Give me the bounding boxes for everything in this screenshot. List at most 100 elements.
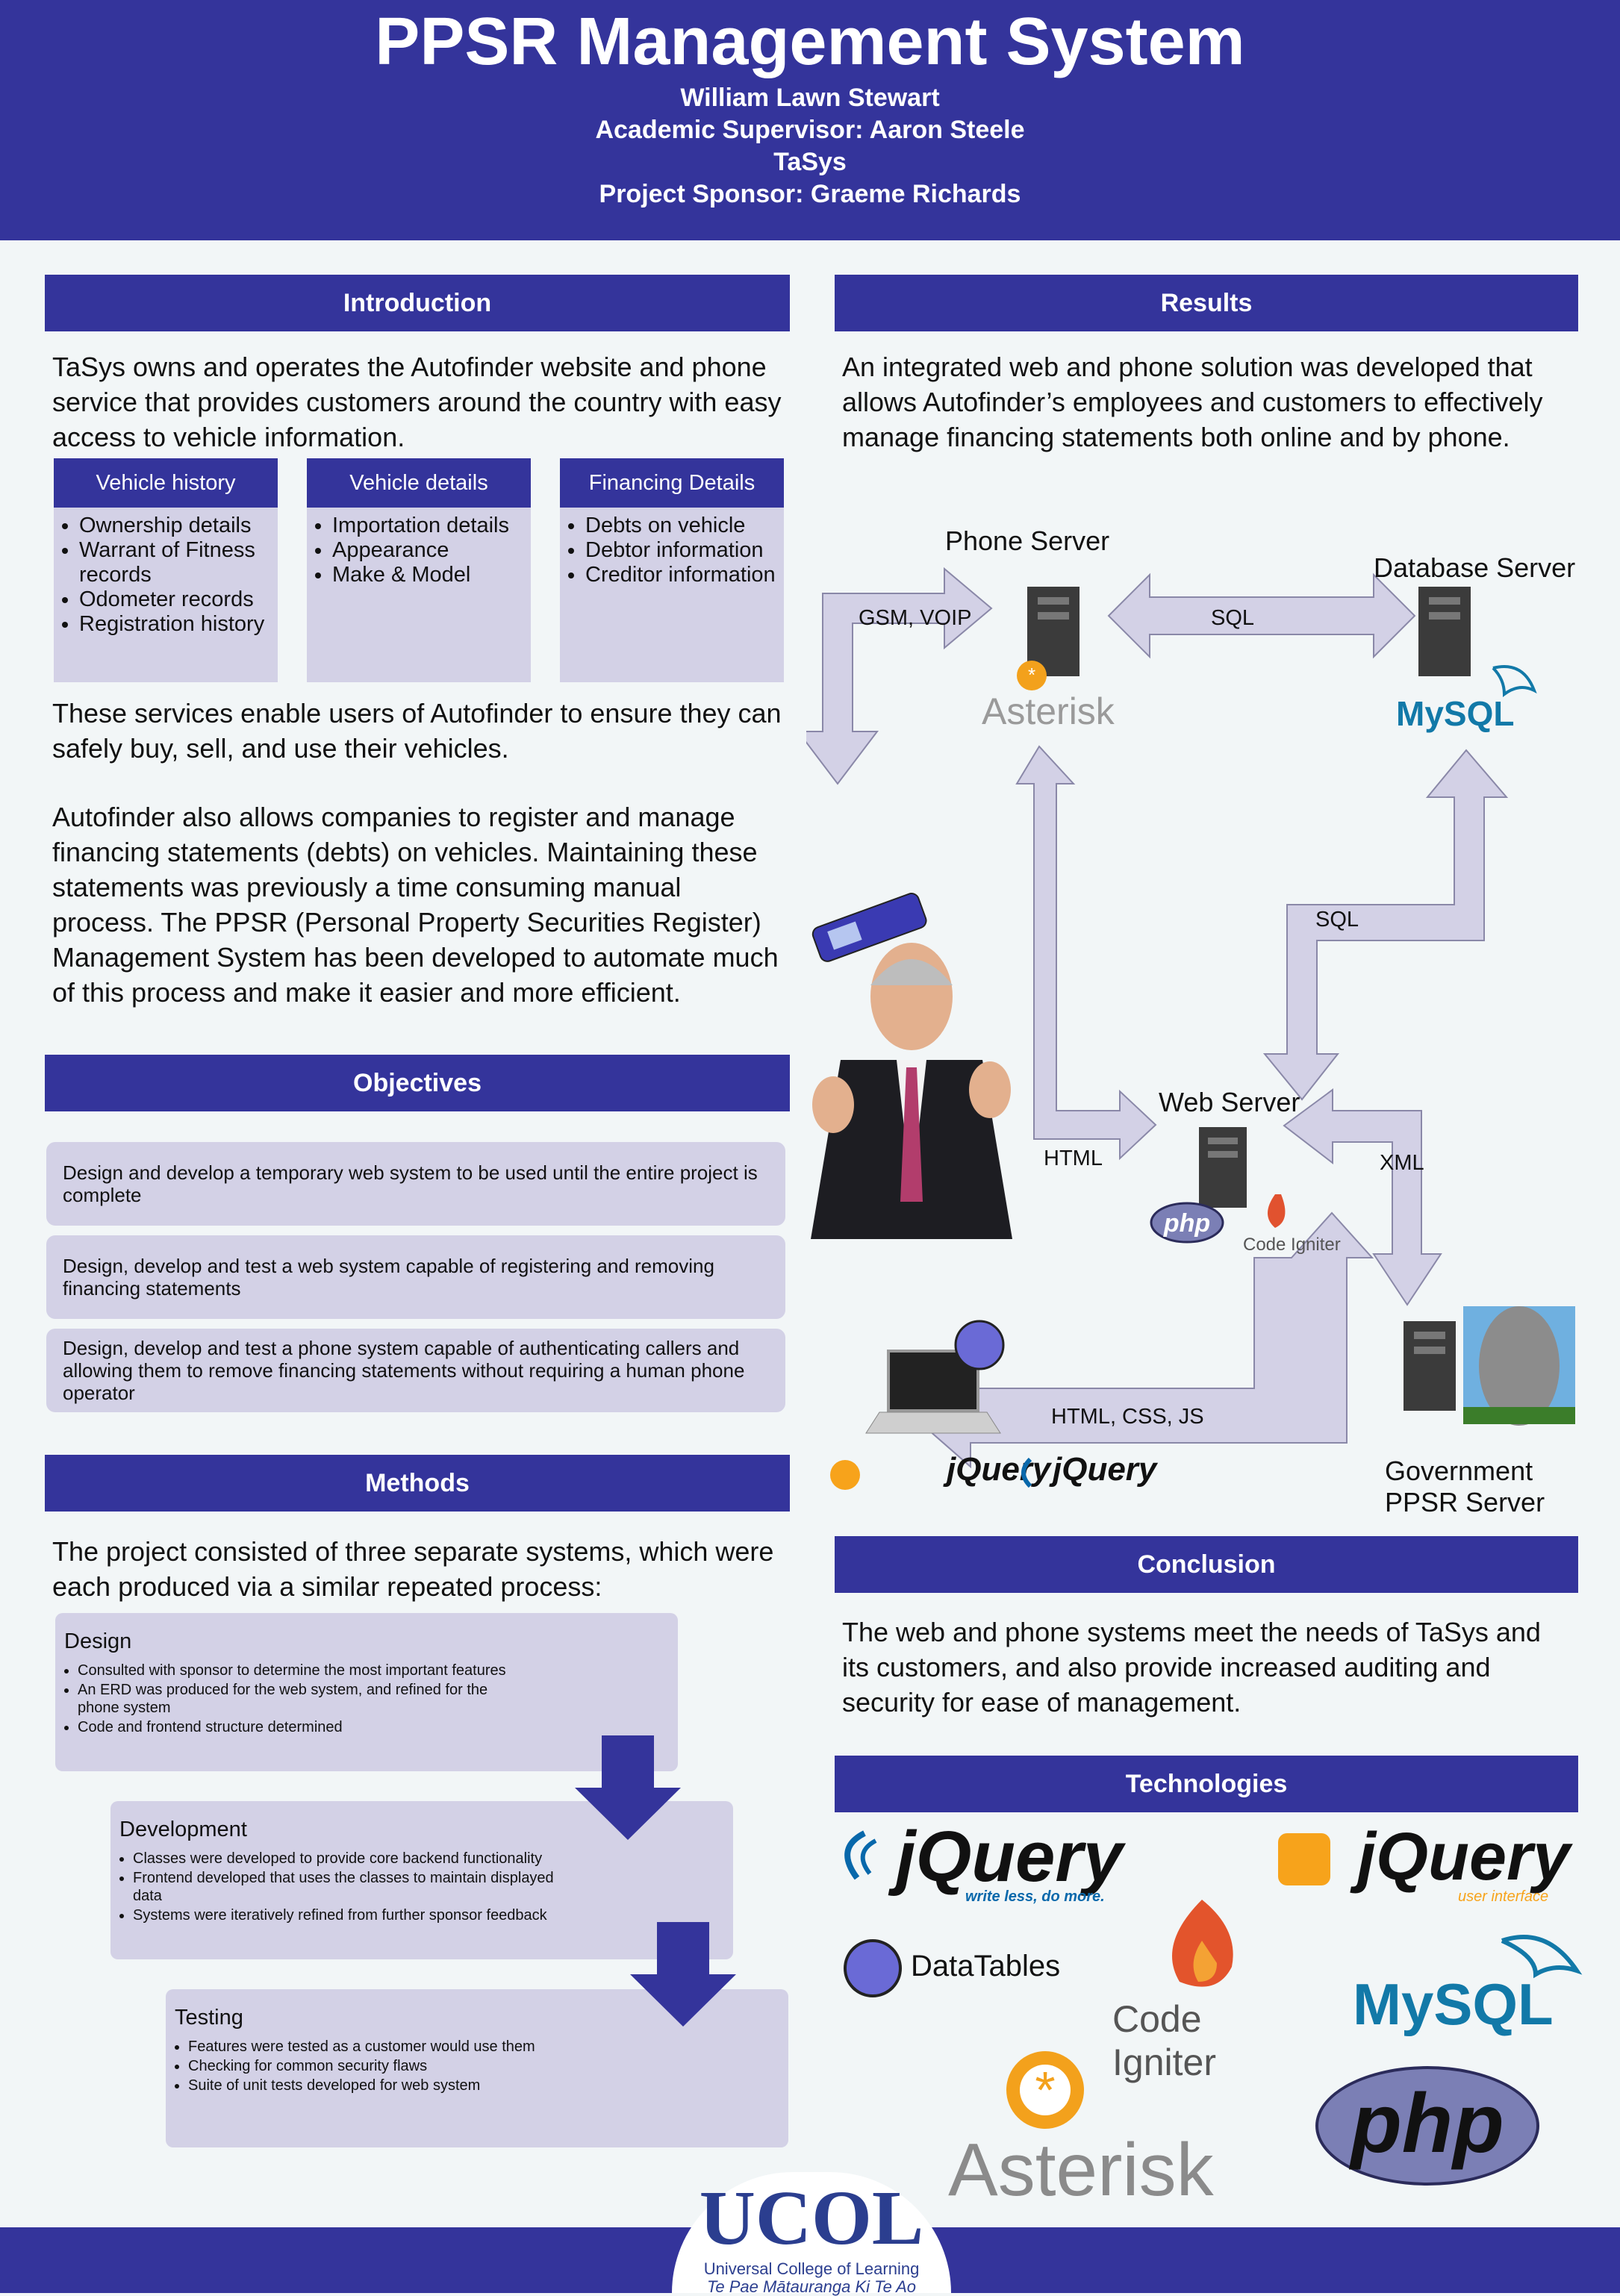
jquery-wordmark: jQuery [896, 1817, 1124, 1897]
asterisk-logo-icon: * [1006, 2051, 1084, 2129]
method-step-design: Design Consulted with sponsor to determi… [55, 1613, 678, 1771]
gov-server-label-1: Government [1385, 1456, 1533, 1486]
edge-html-css-js: HTML, CSS, JS [1051, 1405, 1204, 1429]
arrow-html [1015, 745, 1157, 1161]
objective-text: Design, develop and test a phone system … [63, 1337, 745, 1404]
poster-title: PPSR Management System [375, 4, 1245, 79]
businessman-thumbs-up-image [811, 943, 1012, 1239]
list-item: Ownership details [79, 514, 278, 538]
asterisk-wordmark: Asterisk [948, 2128, 1214, 2212]
list-item: Frontend developed that uses the classes… [133, 1869, 566, 1905]
ucol-wordmark: UCOL [699, 2175, 924, 2261]
web-server-label: Web Server [1159, 1087, 1300, 1117]
dolphin-icon [1492, 665, 1537, 697]
results-text: An integrated web and phone solution was… [842, 352, 1543, 452]
jquery-icon [1021, 1457, 1032, 1488]
php-wordmark: php [1350, 2077, 1504, 2170]
arrow-xml [1283, 1088, 1442, 1306]
supervisor: Academic Supervisor: Aaron Steele [595, 116, 1025, 144]
server-icon [1418, 587, 1471, 676]
mysql-label: MySQL [1396, 694, 1514, 733]
introduction-text: TaSys owns and operates the Autofinder w… [52, 352, 782, 452]
list-item: Importation details [332, 514, 531, 538]
list-item: Consulted with sponsor to determine the … [78, 1662, 511, 1679]
arrow-sql-mid [1262, 749, 1509, 1101]
list-item: Creditor information [585, 563, 784, 587]
database-server-label: Database Server [1374, 552, 1576, 583]
conclusion-heading: Conclusion [835, 1536, 1578, 1593]
header: PPSR Management System William Lawn Stew… [0, 0, 1620, 240]
category-financing-details: Financing Details Debts on vehicle Debto… [560, 458, 784, 682]
edge-sql-mid: SQL [1315, 908, 1359, 932]
ucol-logo: UCOL Universal College of Learning Te Pa… [672, 2172, 951, 2296]
list-item: Registration history [79, 612, 278, 637]
mysql-dolphin-icon [1501, 1935, 1583, 1979]
list-item: Systems were iteratively refined from fu… [133, 1906, 566, 1924]
category-vehicle-history: Vehicle history Ownership details Warran… [54, 458, 278, 682]
edge-html: HTML [1044, 1147, 1103, 1170]
jquery-swirl-icon [844, 1830, 877, 1880]
objectives-heading: Objectives [45, 1055, 790, 1111]
list-item: Code and frontend structure determined [78, 1718, 511, 1736]
methods-heading: Methods [45, 1455, 790, 1512]
company: TaSys [773, 148, 847, 176]
php-logo: php [1315, 2066, 1539, 2186]
mysql-logo: MySQL [1353, 1926, 1592, 2045]
technologies-heading: Technologies [835, 1756, 1578, 1812]
conclusion-text: The web and phone systems meet the needs… [842, 1617, 1541, 1718]
jquery-tagline: write less, do more. [965, 1888, 1105, 1905]
objective-item: Design, develop and test a phone system … [46, 1329, 785, 1412]
architecture-diagram: * Asterisk MySQL php Code Igniter jQuery… [806, 567, 1575, 1490]
svg-text:*: * [1028, 664, 1035, 686]
edge-sql-top: SQL [1211, 606, 1255, 630]
step-title: Design [64, 1629, 132, 1653]
list-item: Warrant of Fitness records [79, 538, 278, 587]
objective-text: Design and develop a temporary web syste… [63, 1161, 758, 1206]
category-title: Vehicle history [54, 458, 278, 508]
category-vehicle-details: Vehicle details Importation details Appe… [307, 458, 531, 682]
sponsor: Project Sponsor: Graeme Richards [599, 180, 1021, 208]
jquery-ui-icon [1278, 1833, 1330, 1885]
codeigniter-label: Code Igniter [1243, 1235, 1341, 1255]
php-label: php [1163, 1209, 1210, 1238]
methods-intro: The project consisted of three separate … [52, 1536, 774, 1602]
category-title: Vehicle details [307, 458, 531, 508]
asterisk-logo: * Asterisk [948, 2045, 1247, 2217]
method-flow-arrows [575, 1735, 736, 2027]
asterisk-label: Asterisk [982, 690, 1115, 732]
codeigniter-flame-icon [1268, 1194, 1286, 1228]
list-item: Checking for common security flaws [188, 2057, 621, 2075]
list-item: Make & Model [332, 563, 531, 587]
phone-server-label: Phone Server [945, 525, 1110, 556]
ucol-line-1: Universal College of Learning [703, 2259, 920, 2278]
codeigniter-label: Code Igniter [1112, 1998, 1216, 2083]
objective-item: Design and develop a temporary web syste… [46, 1142, 785, 1226]
list-item: Debtor information [585, 538, 784, 563]
datatables-label: DataTables [911, 1950, 1061, 1983]
arrow-sql-top [1107, 573, 1416, 659]
svg-text:*: * [1035, 2061, 1055, 2119]
list-item: Features were tested as a customer would… [188, 2038, 621, 2056]
introduction-text-3: Autofinder also allows companies to regi… [52, 802, 779, 1008]
arrow-gsm-voip [806, 567, 993, 785]
results-heading: Results [835, 275, 1578, 331]
introduction-text-2: These services enable users of Autofinde… [52, 698, 782, 764]
government-building-icon [1463, 1306, 1575, 1426]
author: William Lawn Stewart [680, 84, 940, 112]
introduction-heading: Introduction [45, 275, 790, 331]
gov-server-label: Government PPSR Server [1385, 1456, 1545, 1518]
step-title: Development [119, 1818, 247, 1841]
list-item: An ERD was produced for the web system, … [78, 1681, 511, 1717]
step-title: Testing [175, 2006, 243, 2030]
datatables-icon [844, 1939, 902, 1997]
datatables-icon [954, 1320, 1005, 1370]
arrow-html-css-js [909, 1211, 1374, 1469]
edge-gsm-voip: GSM, VOIP [859, 606, 972, 630]
server-icon [1199, 1127, 1247, 1208]
codeigniter-logo: Code Igniter [1112, 1896, 1292, 2083]
category-title: Financing Details [560, 458, 784, 508]
list-item: Suite of unit tests developed for web sy… [188, 2077, 621, 2094]
jquery-logo: jQuery write less, do more. [835, 1820, 1163, 1909]
ucol-line-2: Te Pae Mātauranga Ki Te Ao [706, 2277, 917, 2296]
codeigniter-flame-icon [1172, 1900, 1233, 1987]
